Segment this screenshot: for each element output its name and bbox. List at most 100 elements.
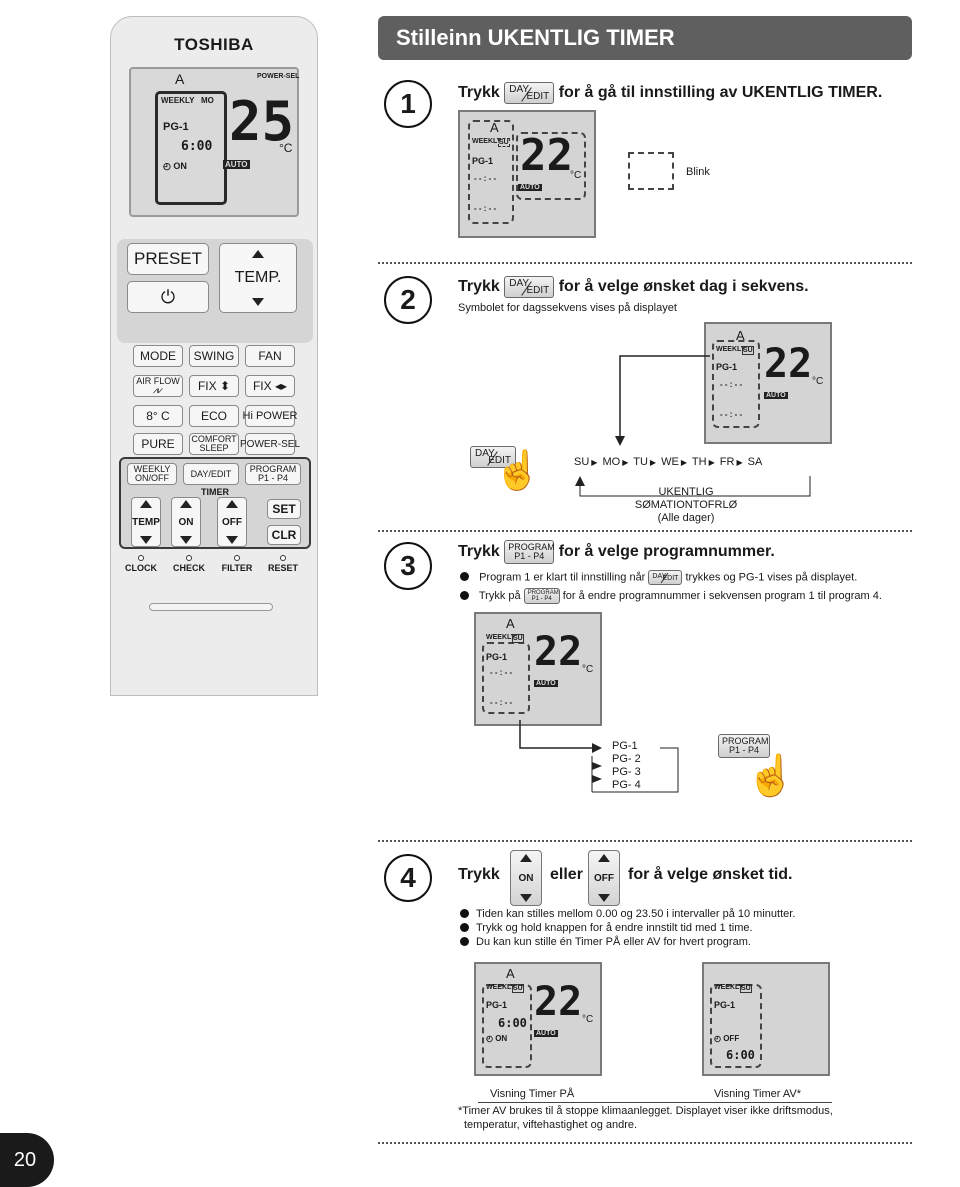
lcd-day: MO xyxy=(201,96,214,105)
day-label: DAY xyxy=(190,468,209,479)
step-3-bullet-1: Program 1 er klart til innstilling når D… xyxy=(460,570,857,585)
filter-button[interactable]: FILTER xyxy=(215,555,259,573)
clock-label: CLOCK xyxy=(125,563,157,573)
check-button[interactable]: CHECK xyxy=(167,555,211,573)
lcd-time: 6:00 xyxy=(181,139,213,154)
blink-legend-text: Blink xyxy=(686,166,710,178)
lcd-power-sel: POWER-SEL xyxy=(257,73,300,80)
timer-off-display: WEEKLY SU PG-1 ◴ OFF 6:00 xyxy=(702,962,830,1076)
day-tu: TU xyxy=(633,456,648,468)
preset-button[interactable]: PRESET xyxy=(127,243,209,275)
day-edit-button[interactable]: DAY/EDIT xyxy=(183,463,239,485)
comfort-label: COMFORT xyxy=(191,434,237,444)
program-item: PG- 3 xyxy=(612,766,641,778)
lcd-temperature: 22 xyxy=(764,341,813,387)
pure-button[interactable]: PURE xyxy=(133,433,183,455)
caption-timer-off: Visning Timer AV* xyxy=(714,1088,802,1100)
airflow-icon: ⩘⩗ xyxy=(152,385,164,395)
8c-button[interactable]: 8° C xyxy=(133,405,183,427)
off-updown-button[interactable]: OFF xyxy=(217,497,247,547)
page-title: Stilleinn UKENTLIG TIMER xyxy=(378,16,912,60)
fix-vertical-button[interactable]: FIX ⬍ xyxy=(189,375,239,397)
key-edit-text: EDIT xyxy=(662,575,679,582)
eco-button[interactable]: ECO xyxy=(189,405,239,427)
bullet-text: for å endre programnummer i sekvensen pr… xyxy=(562,589,882,602)
lcd-on: ◴ ON xyxy=(486,1034,508,1043)
temp-updown-button[interactable]: TEMP xyxy=(131,497,161,547)
page-number: 20 xyxy=(0,1133,54,1187)
lcd-auto: AUTO xyxy=(223,160,250,169)
step-4-number: 4 xyxy=(384,854,432,902)
lcd-unit: °C xyxy=(582,1014,594,1025)
off-key-label: OFF xyxy=(594,872,614,884)
trykk-label: Trykk xyxy=(458,543,500,561)
lcd-off: ◴ OFF xyxy=(714,1034,740,1043)
key-day-text: DAY xyxy=(652,573,667,580)
day-th: TH xyxy=(691,456,707,468)
key-program-text: PROGRAM xyxy=(508,542,555,552)
lcd-a: A xyxy=(736,328,745,343)
off-key-icon: OFF xyxy=(588,850,620,906)
lcd-on: ◴ ON xyxy=(163,161,187,171)
bullet-text: Trykk på xyxy=(478,589,521,602)
program-item: PG- 2 xyxy=(612,753,641,765)
day-su: SU xyxy=(574,456,590,468)
mode-button[interactable]: MODE xyxy=(133,345,183,367)
lcd-auto: AUTO xyxy=(534,680,558,687)
blink-box xyxy=(516,132,586,200)
down-arrow-icon xyxy=(520,894,532,902)
lcd-weekly: WEEKLY xyxy=(716,346,746,353)
swing-button[interactable]: SWING xyxy=(189,345,239,367)
timer-label: TIMER xyxy=(201,487,229,497)
blink-box xyxy=(710,984,762,1068)
fix-label: FIX xyxy=(252,379,272,393)
battery-slot xyxy=(149,603,273,611)
blink-box xyxy=(712,340,760,428)
brand-logo: TOSHIBA xyxy=(174,35,254,54)
lcd-time-placeholder: - - : - - xyxy=(474,204,497,213)
lcd-time: 6:00 xyxy=(498,1016,527,1030)
lcd-temperature: 22 xyxy=(520,130,573,181)
powersel-button[interactable]: POWER-SEL xyxy=(240,433,300,455)
temp-button[interactable]: TEMP. xyxy=(219,243,297,313)
remote-control: TOSHIBA A WEEKLY MO PG-1 6:00 ◴ ON POWER… xyxy=(110,16,318,696)
lcd-program: PG-1 xyxy=(163,121,189,133)
fan-button[interactable]: FAN xyxy=(245,345,295,367)
finger-press-icon: ☝ xyxy=(494,450,542,492)
key-day-text: DAY xyxy=(475,448,495,459)
lcd-day: SU xyxy=(740,984,752,993)
step-4-text: for å velge ønsket tid. xyxy=(628,866,793,883)
reset-button[interactable]: RESET xyxy=(261,555,305,573)
weekly-loop-label: UKENTLIG SØMATIONTOFRLØ (Alle dager) xyxy=(616,486,756,525)
lcd-time: 6:00 xyxy=(726,1048,755,1062)
step-2-subtitle: Symbolet for dagssekvens vises på displa… xyxy=(458,302,677,314)
lcd-time-placeholder: - - : - - xyxy=(474,174,497,183)
arrow-icon xyxy=(679,456,689,468)
airflow-button[interactable]: AIR FLOW⩘⩗ xyxy=(133,375,183,397)
fix-horizontal-button[interactable]: FIX ◂▸ xyxy=(245,375,295,397)
step-3-display: A WEEKLY SU PG-1 - - : - - - - : - - 22 … xyxy=(474,612,602,726)
lcd-day: SU xyxy=(742,346,754,355)
lcd-weekly: WEEKLY xyxy=(486,634,516,641)
clock-button[interactable]: CLOCK xyxy=(119,555,163,573)
power-button[interactable]: ⏻ xyxy=(127,281,209,313)
on-updown-button[interactable]: ON xyxy=(171,497,201,547)
step-4-bullet: Trykk og hold knappen for å endre innsti… xyxy=(460,922,753,934)
lcd-a: A xyxy=(506,616,515,631)
loop-line: (Alle dager) xyxy=(657,512,715,524)
hipower-button[interactable]: Hi POWER xyxy=(243,405,298,427)
key-day-text: DAY xyxy=(509,84,530,95)
program-label: PROGRAM xyxy=(249,464,297,474)
lcd-auto: AUTO xyxy=(534,1030,558,1037)
up-arrow-icon xyxy=(140,500,152,508)
lcd-time-placeholder: - - : - - xyxy=(720,380,743,389)
lcd-weekly: WEEKLY xyxy=(161,96,195,105)
set-button[interactable]: SET xyxy=(267,499,301,519)
clr-button[interactable]: CLR xyxy=(267,525,301,545)
